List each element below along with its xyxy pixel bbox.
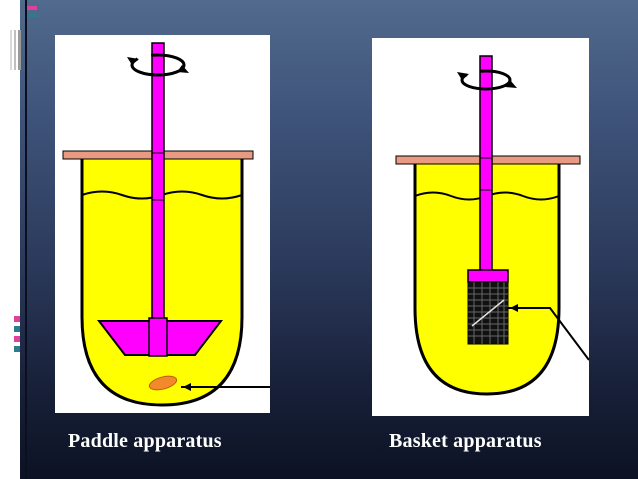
paddle-hub [148, 317, 168, 357]
shaft [151, 42, 165, 329]
accent-squares [14, 316, 22, 356]
tablet [148, 375, 178, 391]
accent-stripes [10, 30, 28, 70]
rotation-arrow-icon [127, 53, 189, 77]
paddle-apparatus-diagram [62, 42, 270, 407]
basket-apparatus-diagram [395, 55, 589, 396]
paddle-apparatus-panel [55, 35, 270, 413]
rotation-arrow-icon [457, 69, 517, 91]
basket-apparatus-panel [372, 38, 589, 416]
paddle-caption: Paddle apparatus [68, 430, 222, 452]
basket-caption: Basket apparatus [389, 430, 542, 452]
basket-cap [467, 269, 509, 283]
basket-pointer-line [508, 307, 589, 361]
left-edge-line [25, 0, 27, 479]
left-white-strip [0, 0, 20, 479]
accent-bars-top [27, 2, 37, 46]
